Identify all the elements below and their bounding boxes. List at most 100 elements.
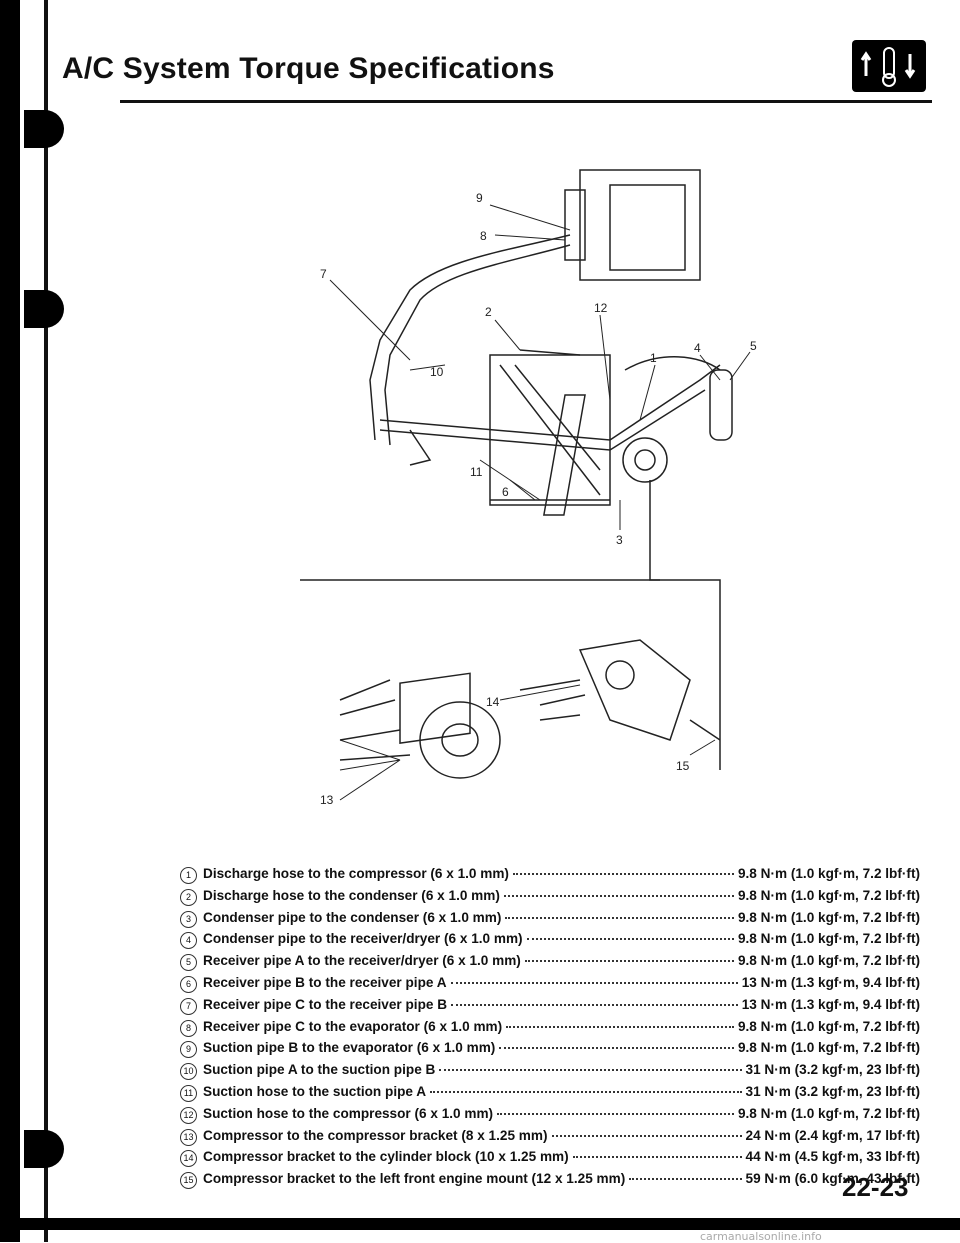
spec-description: Receiver pipe B to the receiver pipe A: [203, 974, 447, 990]
list-item: 4 Condenser pipe to the receiver/dryer (6…: [180, 931, 920, 953]
callout-9: 9: [476, 191, 483, 205]
list-item: 5 Receiver pipe A to the receiver/dryer (…: [180, 953, 920, 975]
callout-5: 5: [750, 339, 757, 353]
item-number: 3: [180, 910, 197, 928]
spec-description: Suction pipe B to the evaporator (6 x 1.…: [203, 1040, 496, 1056]
item-number: 5: [180, 954, 197, 972]
leader-dots: [572, 1156, 742, 1159]
item-number: 2: [180, 888, 197, 906]
callout-10: 10: [430, 365, 444, 379]
torque-value: 9.8 N·m (1.0 kgf·m, 7.2 lbf·ft): [737, 1105, 920, 1121]
section-tab-marker: [24, 290, 64, 328]
callout-8: 8: [480, 229, 487, 243]
item-number: 15: [180, 1172, 197, 1190]
watermark: carmanualsonline.info: [700, 1230, 822, 1243]
torque-value: 9.8 N·m (1.0 kgf·m, 7.2 lbf·ft): [737, 1018, 920, 1034]
torque-value: 9.8 N·m (1.0 kgf·m, 7.2 lbf·ft): [737, 953, 920, 969]
spec-description: Receiver pipe C to the receiver pipe B: [203, 996, 448, 1012]
leader-dots: [439, 1069, 742, 1072]
callout-13: 13: [320, 793, 334, 807]
spec-description: Compressor bracket to the left front eng…: [203, 1171, 626, 1187]
list-item: 15 Compressor bracket to the left front e…: [180, 1171, 920, 1193]
item-number: 12: [180, 1106, 197, 1124]
binding-edge: [0, 0, 20, 1242]
callout-14: 14: [486, 695, 500, 709]
item-number: 14: [180, 1150, 197, 1168]
leader-dots: [497, 1112, 734, 1115]
thermometer-arrows-icon: [852, 40, 926, 92]
spec-description: Suction hose to the suction pipe A: [203, 1083, 427, 1099]
torque-spec-list: 1 Discharge hose to the compressor (6 x 1…: [180, 866, 920, 1193]
callout-12: 12: [594, 301, 608, 315]
torque-value: 13 N·m (1.3 kgf·m, 9.4 lbf·ft): [741, 996, 920, 1012]
torque-value: 9.8 N·m (1.0 kgf·m, 7.2 lbf·ft): [737, 931, 920, 947]
leader-dots: [503, 894, 734, 897]
callout-2: 2: [485, 305, 492, 319]
callout-7: 7: [320, 267, 327, 281]
compressor: [622, 437, 668, 483]
callout-4: 4: [694, 341, 701, 355]
margin-line: [44, 0, 48, 1242]
footer-bar: [0, 1218, 960, 1230]
callout-3: 3: [616, 533, 623, 547]
receiver-dryer: [709, 369, 733, 441]
list-item: 14 Compressor bracket to the cylinder blo…: [180, 1149, 920, 1171]
upper-callouts: 9 8 7 2 10 12 1 4 5 11 6 3: [320, 191, 757, 547]
leader-dots: [499, 1047, 734, 1050]
compressor-lower: [419, 701, 501, 779]
item-number: 1: [180, 867, 197, 884]
lower-callouts: 14 15 13: [320, 695, 690, 807]
callout-11: 11: [470, 465, 483, 479]
title-underline: [120, 100, 932, 103]
torque-value: 13 N·m (1.3 kgf·m, 9.4 lbf·ft): [741, 974, 920, 990]
list-item: 12 Suction hose to the compressor (6 x 1.…: [180, 1106, 920, 1128]
leader-dots: [526, 938, 734, 941]
page-number: 22-23: [842, 1172, 909, 1202]
list-item: 9 Suction pipe B to the evaporator (6 x 1…: [180, 1040, 920, 1062]
list-item: 6 Receiver pipe B to the receiver pipe A 1…: [180, 975, 920, 997]
leader-dots: [505, 916, 734, 919]
torque-value: 9.8 N·m (1.0 kgf·m, 7.2 lbf·ft): [737, 887, 920, 903]
torque-value: 24 N·m (2.4 kgf·m, 17 lbf·ft): [745, 1127, 920, 1143]
torque-value: 31 N·m (3.2 kgf·m, 23 lbf·ft): [745, 1062, 920, 1078]
section-tab-marker: [24, 110, 64, 148]
callout-1: 1: [650, 351, 657, 365]
leader-dots: [450, 981, 738, 984]
item-number: 8: [180, 1019, 197, 1037]
list-item: 13 Compressor to the compressor bracket (…: [180, 1128, 920, 1150]
list-item: 2 Discharge hose to the condenser (6 x 1.…: [180, 888, 920, 910]
list-item: 7 Receiver pipe C to the receiver pipe B 1…: [180, 997, 920, 1019]
list-item: 1 Discharge hose to the compressor (6 x 1…: [180, 866, 920, 888]
callout-6: 6: [502, 485, 509, 499]
spec-description: Suction pipe A to the suction pipe B: [203, 1062, 436, 1078]
spec-description: Receiver pipe A to the receiver/dryer (6…: [203, 953, 521, 969]
leader-dots: [506, 1025, 734, 1028]
spec-description: Compressor to the compressor bracket (8 …: [203, 1127, 548, 1143]
leader-dots: [629, 1178, 742, 1181]
torque-value: 9.8 N·m (1.0 kgf·m, 7.2 lbf·ft): [737, 866, 920, 881]
leader-dots: [451, 1003, 738, 1006]
spec-description: Discharge hose to the condenser (6 x 1.0…: [203, 887, 500, 903]
torque-value: 44 N·m (4.5 kgf·m, 33 lbf·ft): [745, 1149, 920, 1165]
torque-value: 31 N·m (3.2 kgf·m, 23 lbf·ft): [745, 1083, 920, 1099]
spec-description: Compressor bracket to the cylinder block…: [203, 1149, 569, 1165]
callout-15: 15: [676, 759, 690, 773]
item-number: 6: [180, 975, 197, 993]
spec-description: Discharge hose to the compressor (6 x 1.…: [203, 866, 509, 881]
item-number: 7: [180, 997, 197, 1015]
leader-dots: [551, 1134, 742, 1137]
item-number: 9: [180, 1041, 197, 1059]
item-number: 4: [180, 932, 197, 950]
spec-description: Condenser pipe to the receiver/dryer (6 …: [203, 931, 523, 947]
item-number: 13: [180, 1128, 197, 1146]
leader-dots: [430, 1090, 742, 1093]
ac-system-diagram: 9 8 7 2 10 12 1 4 5 11 6 3 14 15 13: [300, 169, 757, 807]
spec-description: Condenser pipe to the condenser (6 x 1.0…: [203, 909, 502, 925]
torque-value: 9.8 N·m (1.0 kgf·m, 7.2 lbf·ft): [737, 909, 920, 925]
spec-description: Suction hose to the compressor (6 x 1.0 …: [203, 1105, 494, 1121]
torque-value: 59 N·m (6.0 kgf·m, 43 lbf·ft): [745, 1171, 920, 1187]
leader-dots: [524, 960, 734, 963]
